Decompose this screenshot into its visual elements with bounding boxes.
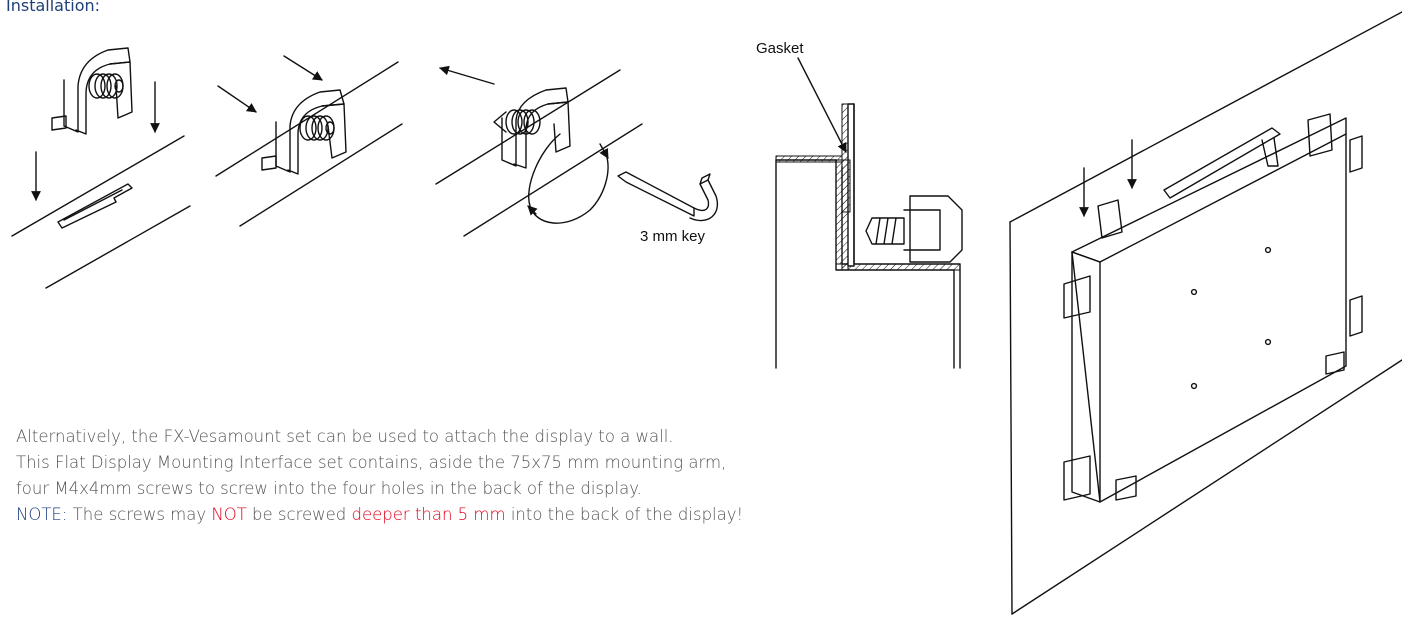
screw-icon — [299, 115, 335, 141]
note-emphasis: deeper than 5 mm — [351, 505, 506, 524]
rotation-arrow-icon — [527, 133, 609, 224]
note-label: NOTE: — [16, 505, 68, 524]
note-emphasis: NOT — [211, 505, 247, 524]
key-label: 3 mm key — [640, 228, 706, 245]
instruction-line: Alternatively, the FX-Vesamount set can … — [16, 427, 674, 446]
step1-clamp-drop — [11, 47, 191, 289]
arrow-icon — [283, 55, 323, 81]
display-icon — [1071, 117, 1347, 503]
arrow-left-icon — [439, 65, 495, 85]
step2-clamp-placed — [215, 55, 403, 227]
instruction-line: four M4x4mm screws to screw into the fou… — [16, 479, 642, 498]
clamp-icon — [51, 47, 133, 135]
screw-icon — [493, 109, 541, 135]
note-line: NOTE: The screws may NOT be screwed deep… — [16, 502, 996, 528]
gasket-label: Gasket — [756, 40, 804, 57]
clamp-icon — [493, 87, 571, 169]
gasket-section — [775, 57, 963, 369]
screw-icon — [88, 73, 124, 99]
instructions-text: Alternatively, the FX-Vesamount set can … — [16, 424, 996, 528]
page-heading: Installation: — [6, 0, 101, 15]
step3-tighten — [435, 65, 719, 237]
note-text: into the back of the display! — [505, 505, 744, 524]
wall-mount-view — [1009, 11, 1402, 615]
clamp-icon — [1063, 113, 1363, 501]
instruction-line: This Flat Display Mounting Interface set… — [16, 453, 727, 472]
arrow-icon — [217, 85, 257, 113]
note-text: The screws may — [67, 505, 212, 524]
arrow-icon — [797, 57, 847, 153]
clamp-icon — [261, 89, 347, 175]
note-text: be screwed — [246, 505, 352, 524]
hex-key-icon — [617, 171, 719, 222]
clamp-section-icon — [865, 195, 963, 263]
hex-key-icon — [1163, 127, 1281, 199]
